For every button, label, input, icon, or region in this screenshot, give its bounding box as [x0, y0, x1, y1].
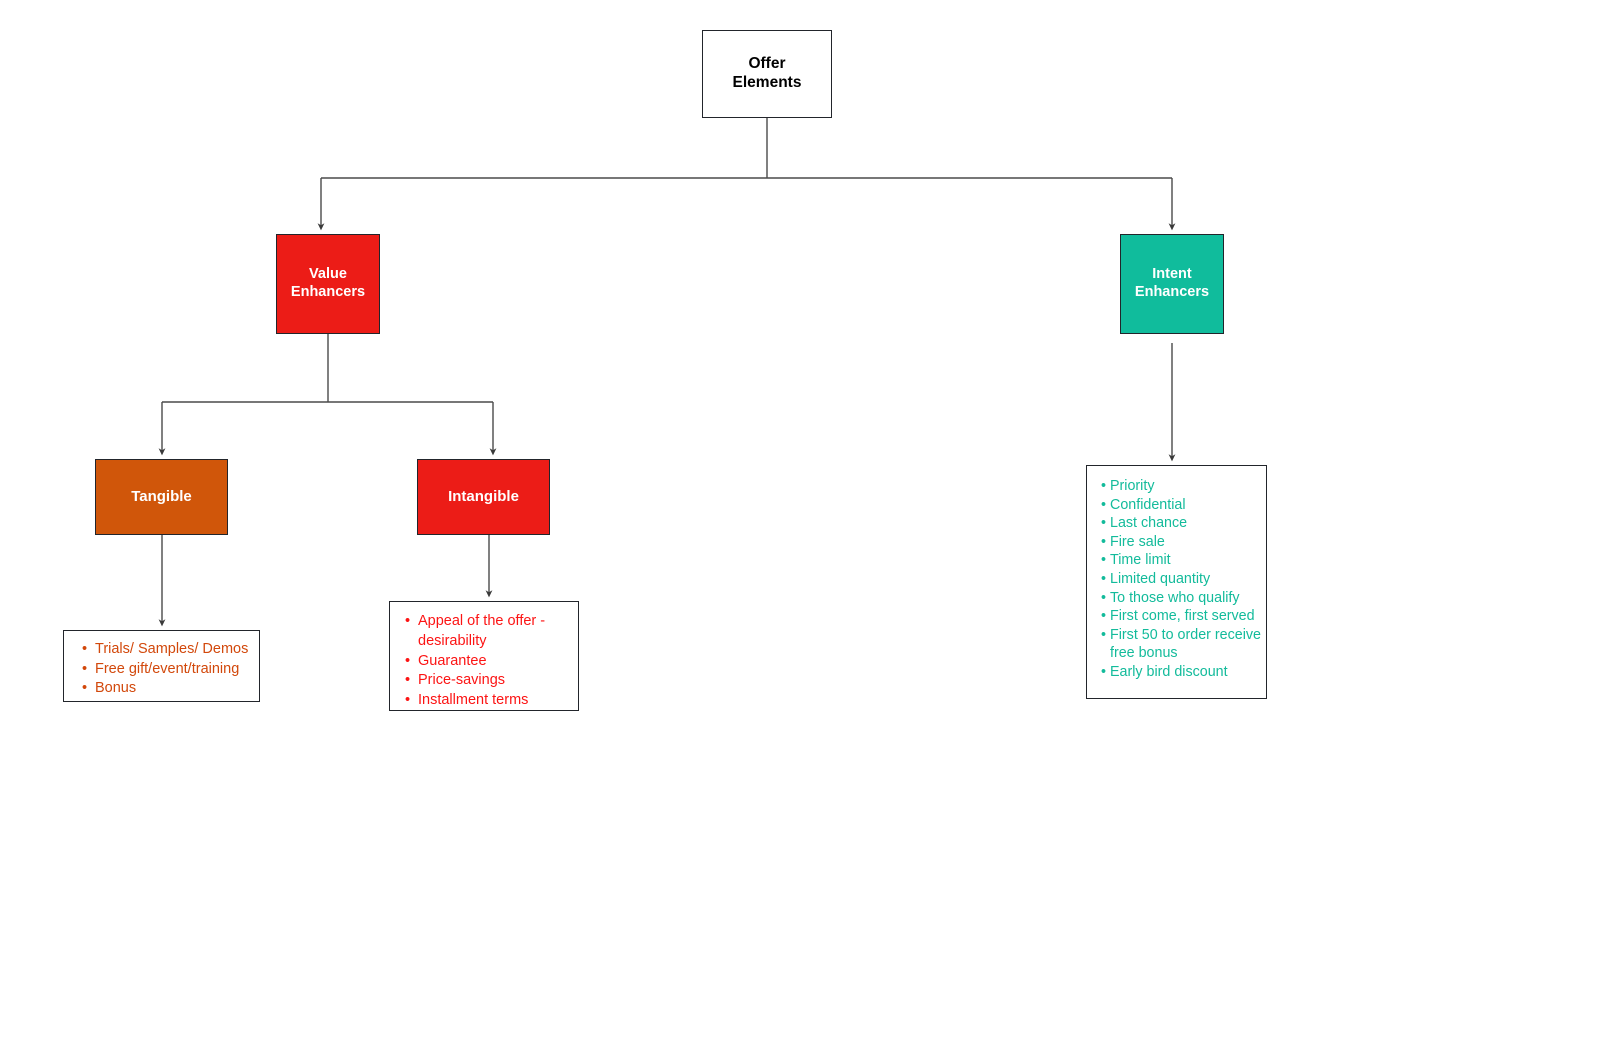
tangible-items-list: Trials/ Samples/ DemosFree gift/event/tr… [82, 640, 253, 699]
node-tangible[interactable]: Tangible [95, 459, 228, 535]
list-item: Last chance [1101, 514, 1261, 533]
node-offer-elements-label: Offer Elements [732, 55, 802, 91]
node-intent-enhancers-label: Intent Enhancers [1134, 266, 1210, 300]
list-item: Early bird discount [1101, 663, 1261, 682]
intangible-items-box: Appeal of the offer - desirabilityGuaran… [389, 601, 579, 711]
list-item: Free gift/event/training [82, 660, 253, 680]
list-item: Guarantee [405, 652, 572, 672]
list-item: Trials/ Samples/ Demos [82, 640, 253, 660]
list-item: Bonus [82, 679, 253, 699]
intangible-items-list: Appeal of the offer - desirabilityGuaran… [405, 612, 572, 711]
tangible-items-box: Trials/ Samples/ DemosFree gift/event/tr… [63, 630, 260, 702]
list-item: First come, first served [1101, 607, 1261, 626]
list-item: Confidential [1101, 496, 1261, 515]
list-item: Price-savings [405, 671, 572, 691]
list-item: Priority [1101, 477, 1261, 496]
list-item: Appeal of the offer - desirability [405, 612, 572, 652]
intent-items-box: PriorityConfidentialLast chanceFire sale… [1086, 465, 1267, 699]
node-offer-elements[interactable]: Offer Elements [702, 30, 832, 118]
list-item: To those who qualify [1101, 589, 1261, 608]
node-intent-enhancers[interactable]: Intent Enhancers [1120, 234, 1224, 334]
list-item: Limited quantity [1101, 570, 1261, 589]
list-item: Fire sale [1101, 533, 1261, 552]
node-tangible-label: Tangible [131, 487, 192, 505]
list-item: Time limit [1101, 551, 1261, 570]
list-item: Installment terms [405, 691, 572, 711]
node-value-enhancers[interactable]: Value Enhancers [276, 234, 380, 334]
node-intangible-label: Intangible [448, 487, 519, 505]
intent-items-list: PriorityConfidentialLast chanceFire sale… [1101, 477, 1261, 682]
list-item: First 50 to order receive free bonus [1101, 626, 1261, 663]
node-intangible[interactable]: Intangible [417, 459, 550, 535]
node-value-enhancers-label: Value Enhancers [290, 266, 366, 300]
